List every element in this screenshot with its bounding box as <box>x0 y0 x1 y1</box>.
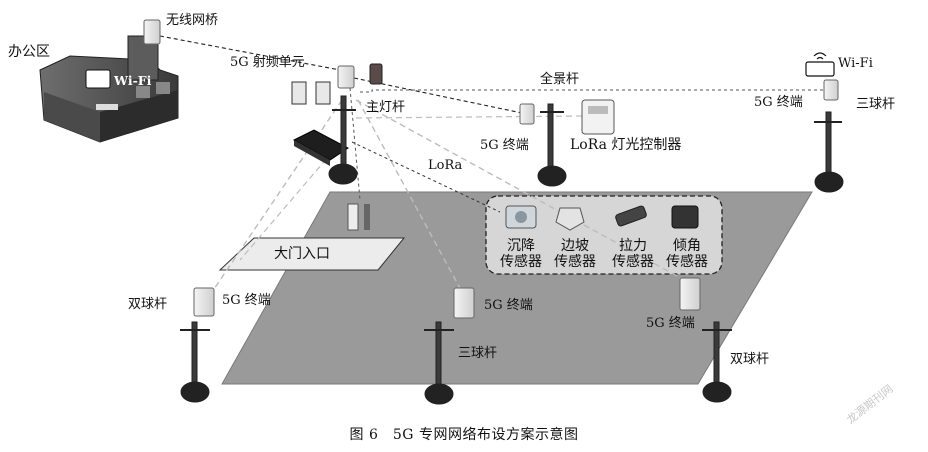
terminal-device-top-mid <box>519 103 535 125</box>
sensor-suffix: 传感器 <box>612 254 654 270</box>
meter-devices <box>291 81 331 105</box>
wifi-label-office: Wi-Fi <box>114 73 152 88</box>
sensor-name: 倾角 <box>673 238 701 254</box>
panorama-pole-label: 全景杆 <box>540 72 580 87</box>
double-ball-pole-right <box>702 321 732 403</box>
three-ball-pole-center <box>424 321 454 405</box>
terminal-label-top-right: 5G 终端 <box>754 95 803 110</box>
office-building <box>39 35 179 143</box>
three-ball-pole-label-center: 三球杆 <box>458 346 498 361</box>
terminal-device-right <box>679 277 701 311</box>
terminal-label-right: 5G 终端 <box>646 316 695 331</box>
sensor-suffix: 传感器 <box>666 254 708 270</box>
lora-controller-device <box>581 99 615 135</box>
sensor-group-box <box>485 195 723 275</box>
tension-sensor-icon <box>615 205 647 227</box>
wifi-router-right <box>805 52 835 77</box>
three-ball-pole-top-right <box>814 111 844 193</box>
three-ball-pole-label-top-right: 三球杆 <box>856 97 896 112</box>
settlement-sensor-icon <box>505 205 537 229</box>
rf-unit-label: 5G 射频单元 <box>230 55 305 70</box>
connection-lines <box>159 35 830 299</box>
sensor-label-settlement: 沉降 传感器 <box>495 238 547 270</box>
sensor-label-tilt: 倾角 传感器 <box>661 238 713 270</box>
sensor-name: 拉力 <box>619 238 647 254</box>
rf-unit-device <box>337 63 383 89</box>
double-ball-pole-label-right: 双球杆 <box>730 352 770 367</box>
terminal-device-center <box>453 287 475 319</box>
double-ball-pole-left <box>180 321 210 403</box>
main-pole-label: 主灯杆 <box>366 100 406 115</box>
sensor-suffix: 传感器 <box>554 254 596 270</box>
slope-sensor-icon <box>555 207 585 231</box>
double-ball-pole-label-left: 双球杆 <box>128 297 168 312</box>
terminal-device-left <box>193 287 215 317</box>
gate-label: 大门入口 <box>274 246 330 262</box>
sensor-name: 边坡 <box>561 238 589 254</box>
lora-label: LoRa <box>428 158 463 173</box>
sensor-suffix: 传感器 <box>500 254 542 270</box>
panorama-pole <box>537 103 567 187</box>
sensor-name: 沉降 <box>507 238 535 254</box>
figure-caption: 图 6 5G 专网网络布设方案示意图 <box>349 427 579 443</box>
terminal-label-center: 5G 终端 <box>484 298 533 313</box>
sensor-icons <box>505 205 699 231</box>
terminal-label-left: 5G 终端 <box>222 293 271 308</box>
office-label: 办公区 <box>8 44 50 60</box>
gate-pole <box>347 203 370 231</box>
main-pole <box>328 95 358 185</box>
network-switch <box>292 129 349 166</box>
sensor-label-slope: 边坡 传感器 <box>549 238 601 270</box>
wireless-bridge-device <box>143 19 161 45</box>
tilt-sensor-icon <box>671 205 699 229</box>
terminal-device-top-right <box>823 79 839 101</box>
lora-controller-label: LoRa 灯光控制器 <box>570 137 682 153</box>
terminal-label-top-mid: 5G 终端 <box>480 138 529 153</box>
gate-platform <box>218 237 406 271</box>
sensor-label-tension: 拉力 传感器 <box>607 238 659 270</box>
wireless-bridge-label: 无线网桥 <box>166 13 219 28</box>
wifi-label-right: Wi-Fi <box>838 56 873 71</box>
